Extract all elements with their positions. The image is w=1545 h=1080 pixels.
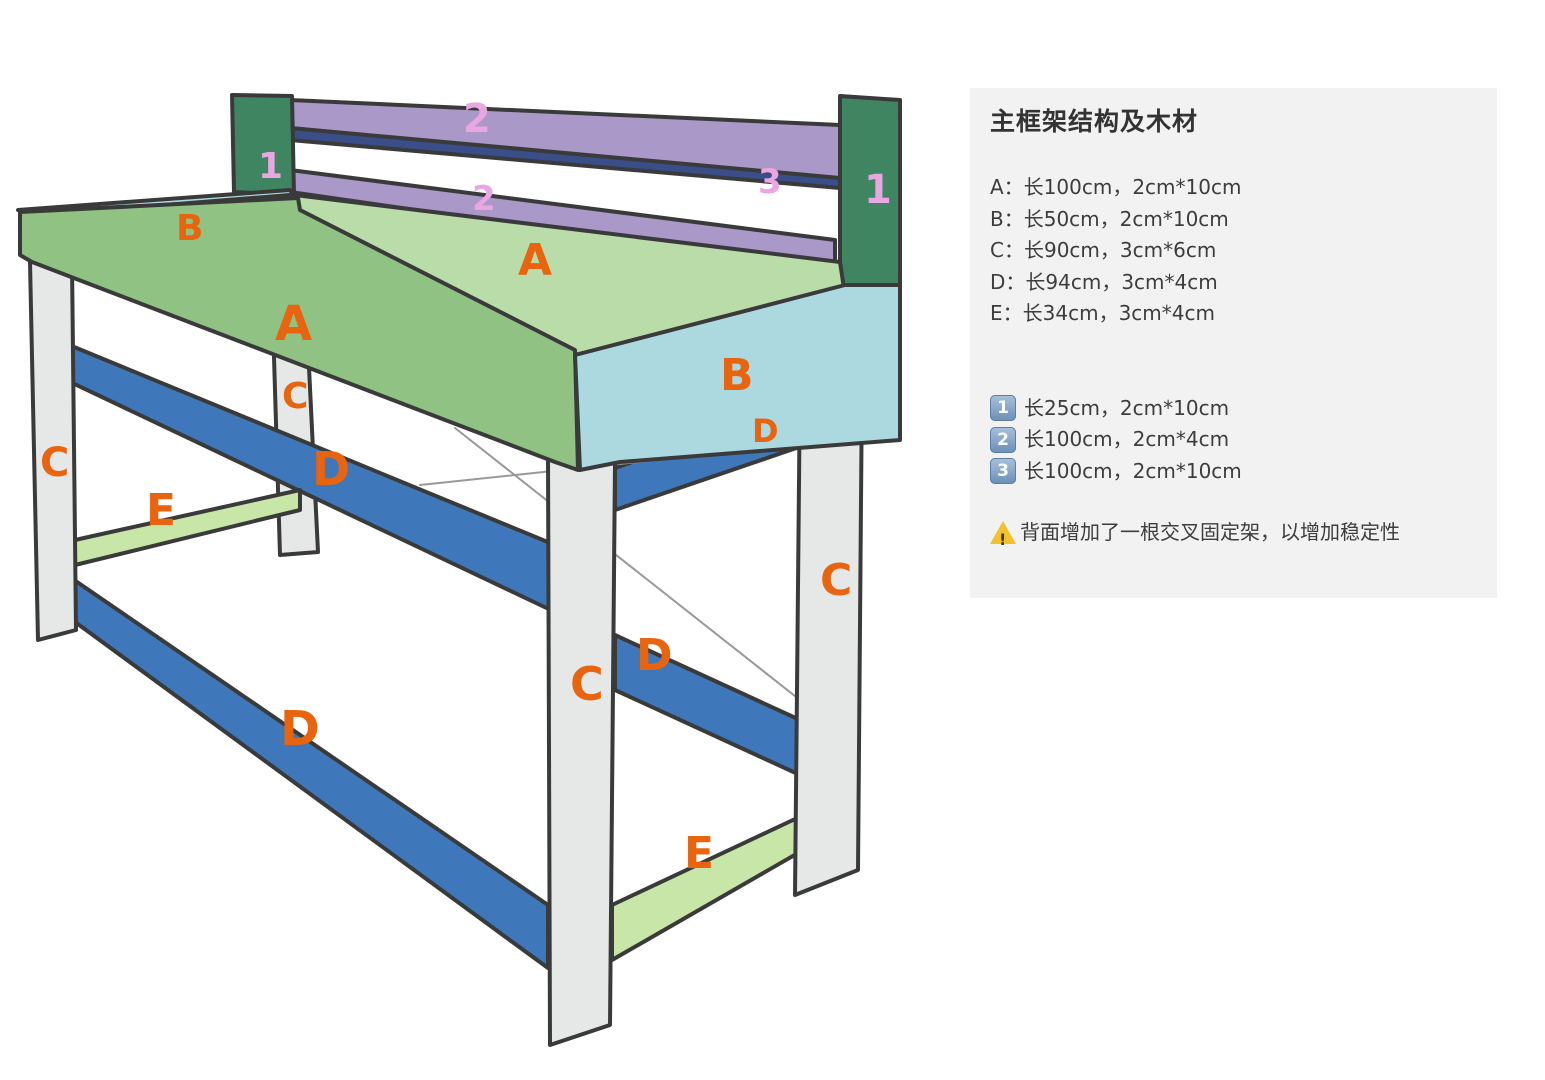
spec-3-text: 长100cm，2cm*10cm [1024, 458, 1242, 483]
warning-note: 背面增加了一根交叉固定架，以增加稳定性 [990, 517, 1477, 556]
spec-b: B：长50cm，2cm*10cm [990, 206, 1229, 231]
label-b-right: B [720, 350, 754, 401]
label-a-front: A [275, 296, 312, 352]
leg-c-front-right [546, 453, 617, 1047]
keycap-3-icon: 3 [990, 458, 1016, 485]
spec-1-text: 长25cm，2cm*10cm [1024, 395, 1230, 420]
label-c-right: C [820, 555, 852, 606]
warning-text: 背面增加了一根交叉固定架，以增加稳定性 [1020, 520, 1400, 544]
spec-c: C：长90cm，3cm*6cm [990, 238, 1217, 262]
label-d-lower: D [280, 701, 320, 757]
label-b-left: B [176, 208, 203, 249]
spec-1: 1 长25cm，2cm*10cm [990, 393, 1477, 425]
keycap-1-icon: 1 [990, 395, 1016, 422]
beam-e-left [73, 488, 302, 567]
workbench-sketch: A A B B C C C C D D D D E E 1 1 2 2 3 [16, 93, 902, 1047]
label-c-left: C [40, 440, 69, 486]
spec-2-text: 长100cm，2cm*4cm [1024, 427, 1230, 451]
label-d-right-lower: D [636, 630, 673, 681]
label-a-back: A [518, 235, 552, 286]
spec-a: A：长100cm，2cm*10cm [990, 175, 1242, 199]
label-e-right: E [684, 828, 714, 879]
spec-3: 3 长100cm，2cm*10cm [990, 456, 1477, 488]
info-title: 主框架结构及木材 [990, 107, 1199, 136]
spec-e: E：长34cm，3cm*4cm [990, 301, 1215, 325]
label-1-right: 1 [864, 167, 892, 213]
leg-c-right-back [793, 378, 864, 897]
label-e-left: E [146, 485, 176, 536]
label-1-left: 1 [258, 146, 283, 187]
label-2-top: 2 [463, 96, 491, 142]
label-c-back: C [282, 376, 308, 417]
label-3: 3 [758, 162, 782, 202]
spec-d: D：长94cm，3cm*4cm [990, 269, 1218, 294]
board-b-right [573, 283, 902, 472]
label-d-upper: D [312, 442, 350, 496]
keycap-2-icon: 2 [990, 426, 1016, 453]
beam-d-lower-front [43, 558, 550, 970]
cross-brace-1 [454, 427, 801, 701]
label-2-lower: 2 [472, 179, 496, 219]
warning-icon [990, 521, 1016, 556]
label-d-right-upper: D [752, 412, 779, 450]
label-c-front: C [570, 657, 604, 711]
spec-2: 2 长100cm，2cm*4cm [990, 424, 1477, 456]
info-panel: 主框架结构及木材 A：长100cm，2cm*10cm B：长50cm，2cm*1… [970, 88, 1497, 598]
